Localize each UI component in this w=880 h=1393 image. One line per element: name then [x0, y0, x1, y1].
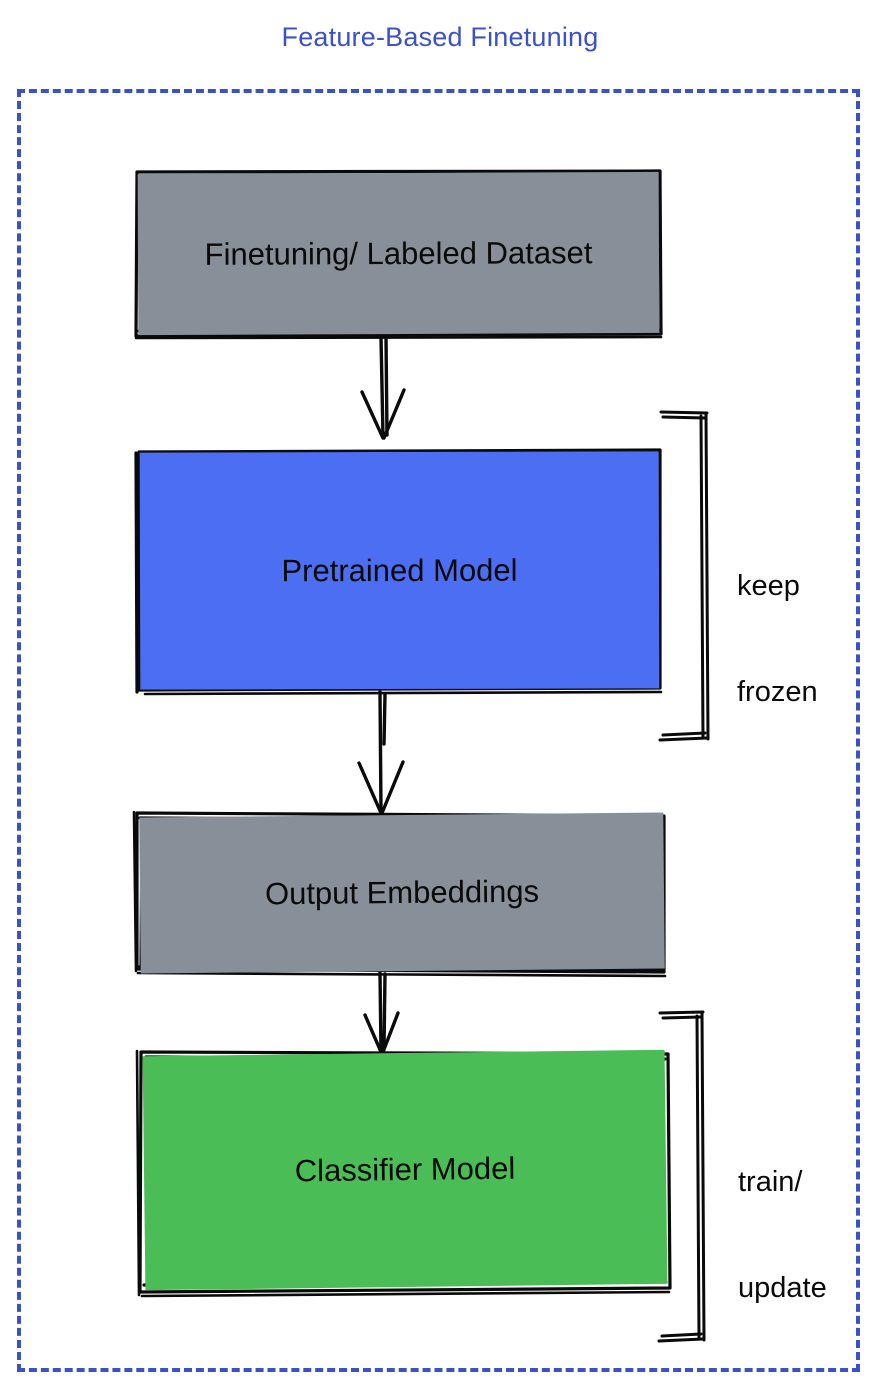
bracket-label-train-update: train/ update — [738, 1094, 827, 1377]
node-dataset-label: Finetuning/ Labeled Dataset — [204, 234, 593, 272]
node-pretrained[interactable]: Pretrained Model — [139, 451, 660, 690]
node-pretrained-label: Pretrained Model — [281, 552, 518, 588]
node-embeddings[interactable]: Output Embeddings — [139, 812, 665, 974]
down-arrow-icon-1 — [360, 335, 406, 440]
node-dataset[interactable]: Finetuning/ Labeled Dataset — [137, 171, 660, 336]
page-title: Feature-Based Finetuning — [281, 22, 599, 52]
bracket-label-keep-frozen: keep frozen — [737, 498, 818, 781]
down-arrow-icon-2 — [357, 690, 405, 815]
bracket-keep-frozen — [658, 410, 710, 742]
bracket-label-train-update-line1: train/ — [738, 1165, 803, 1198]
node-classifier-label: Classifier Model — [294, 1150, 516, 1189]
bracket-label-keep-frozen-line2: frozen — [737, 675, 818, 708]
bracket-label-train-update-line2: update — [738, 1271, 827, 1304]
node-embeddings-label: Output Embeddings — [264, 873, 540, 912]
down-arrow-icon-3 — [363, 971, 400, 1054]
bracket-label-keep-frozen-line1: keep — [737, 569, 800, 602]
node-classifier[interactable]: Classifier Model — [142, 1049, 668, 1291]
